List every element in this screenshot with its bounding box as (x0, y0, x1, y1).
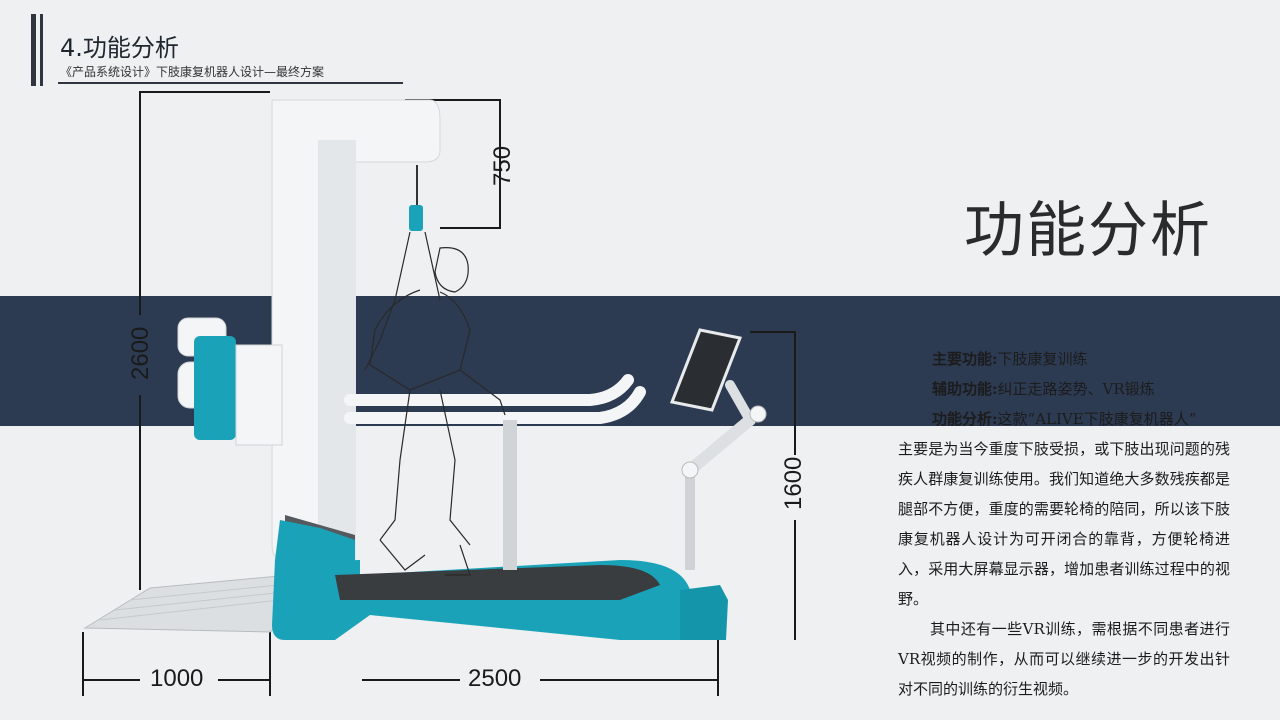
dim-750-label: 750 (489, 145, 516, 186)
header-accent-bar-thin (40, 14, 43, 86)
dim-2600-label: 2600 (127, 326, 154, 380)
main-function-value: 下肢康复训练 (997, 350, 1088, 368)
description-paragraph-2: 其中还有一些VR训练，需根据不同患者进行VR视频的制作，从而可以继续进一步的开发… (898, 620, 1230, 698)
main-function-row: 主要功能:下肢康复训练 (898, 344, 1230, 374)
front-foot (680, 585, 728, 640)
header-title: 4.功能分析 (60, 34, 179, 62)
treadmill-belt (335, 565, 660, 600)
header-accent-bar (31, 14, 36, 86)
function-description: 主要功能:下肢康复训练 辅助功能:纠正走路姿势、VR锻炼 功能分析:这款“ALI… (898, 344, 1230, 704)
seat-panel (235, 344, 283, 446)
main-function-label: 主要功能: (932, 350, 998, 368)
dim-2500-label: 2500 (468, 665, 522, 692)
section-title: 功能分析 (964, 196, 1212, 266)
aux-function-label: 辅助功能: (932, 380, 998, 398)
analysis-label: 功能分析: (932, 410, 998, 428)
aux-function-value: 纠正走路姿势、VR锻炼 (997, 380, 1155, 398)
analysis-row: 功能分析:这款“ALIVE下肢康复机器人” (898, 404, 1230, 434)
description-paragraph-1: 主要是为当今重度下肢受损，或下肢出现问题的残疾人群康复训练使用。我们知道绝大多数… (898, 440, 1230, 608)
patient-figure (364, 231, 506, 576)
ramp (83, 574, 296, 633)
analysis-value: 这款“ALIVE下肢康复机器人” (997, 410, 1197, 428)
dim-1000-label: 1000 (150, 665, 204, 692)
rail-post (503, 420, 517, 570)
dim-1600-label: 1600 (780, 456, 807, 510)
vr-monitor (669, 328, 743, 412)
tower-inner (318, 140, 356, 560)
harness-clip (409, 205, 423, 231)
seat-back-teal (194, 336, 236, 440)
ramp-grid (99, 583, 289, 621)
dimension-lines (82, 91, 796, 696)
tower-frame (271, 99, 441, 561)
header-rule (58, 82, 403, 84)
header-subtitle: 《产品系统设计》下肢康复机器人设计—最终方案 (60, 65, 325, 79)
aux-function-row: 辅助功能:纠正走路姿势、VR锻炼 (898, 374, 1230, 404)
tower-base-teal (275, 520, 355, 565)
